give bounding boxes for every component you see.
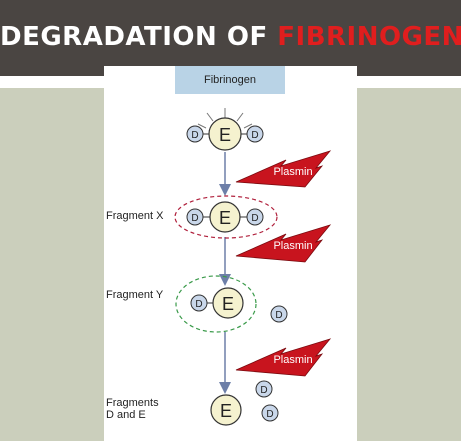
right-side-panel [357,88,461,441]
plasmin-label-1: Plasmin [273,166,312,178]
fragments-de-label-line2: D and E [106,409,146,421]
left-side-panel [0,88,104,441]
plasmin-bolt-1 [235,150,332,188]
fragment-y-ring [175,275,257,333]
d-label-2: D [251,130,258,141]
title-prefix: DEGRADATION OF [0,22,268,52]
plasmin-bolt-3 [235,338,332,377]
e-domain-final [210,394,242,426]
fragments-de-label-line1: Fragments [106,397,159,409]
d-domain-final-lower [261,404,279,422]
fibrinogen-rays [197,108,253,129]
d-label-5: D [195,299,202,310]
d-label-7: D [260,385,267,396]
slide-header: DEGRADATION OF FIBRINOGEN [0,0,461,76]
e-label-1: E [219,125,231,145]
e-label-2: E [219,208,231,228]
title-highlight: FIBRINOGEN [277,22,461,52]
plasmin-label-3: Plasmin [273,354,312,366]
d-label-3: D [191,213,198,224]
d-label-1: D [191,130,198,141]
d-label-6: D [275,310,282,321]
d-label-4: D [251,213,258,224]
fragment-y-label: Fragment Y [106,289,164,301]
fibrinogen-box: Fibrinogen [175,66,285,94]
fragment-x-ring [174,195,278,239]
e-label-4: E [220,401,232,421]
plasmin-bolt-2 [235,224,332,263]
d-domain-final-upper [255,380,273,398]
slide-title: DEGRADATION OF FIBRINOGEN [0,22,461,52]
plasmin-label-2: Plasmin [273,240,312,252]
d-domain-y-free [270,305,288,323]
fragment-x-label: Fragment X [106,210,164,222]
e-label-3: E [222,294,234,314]
d-label-8: D [266,409,273,420]
